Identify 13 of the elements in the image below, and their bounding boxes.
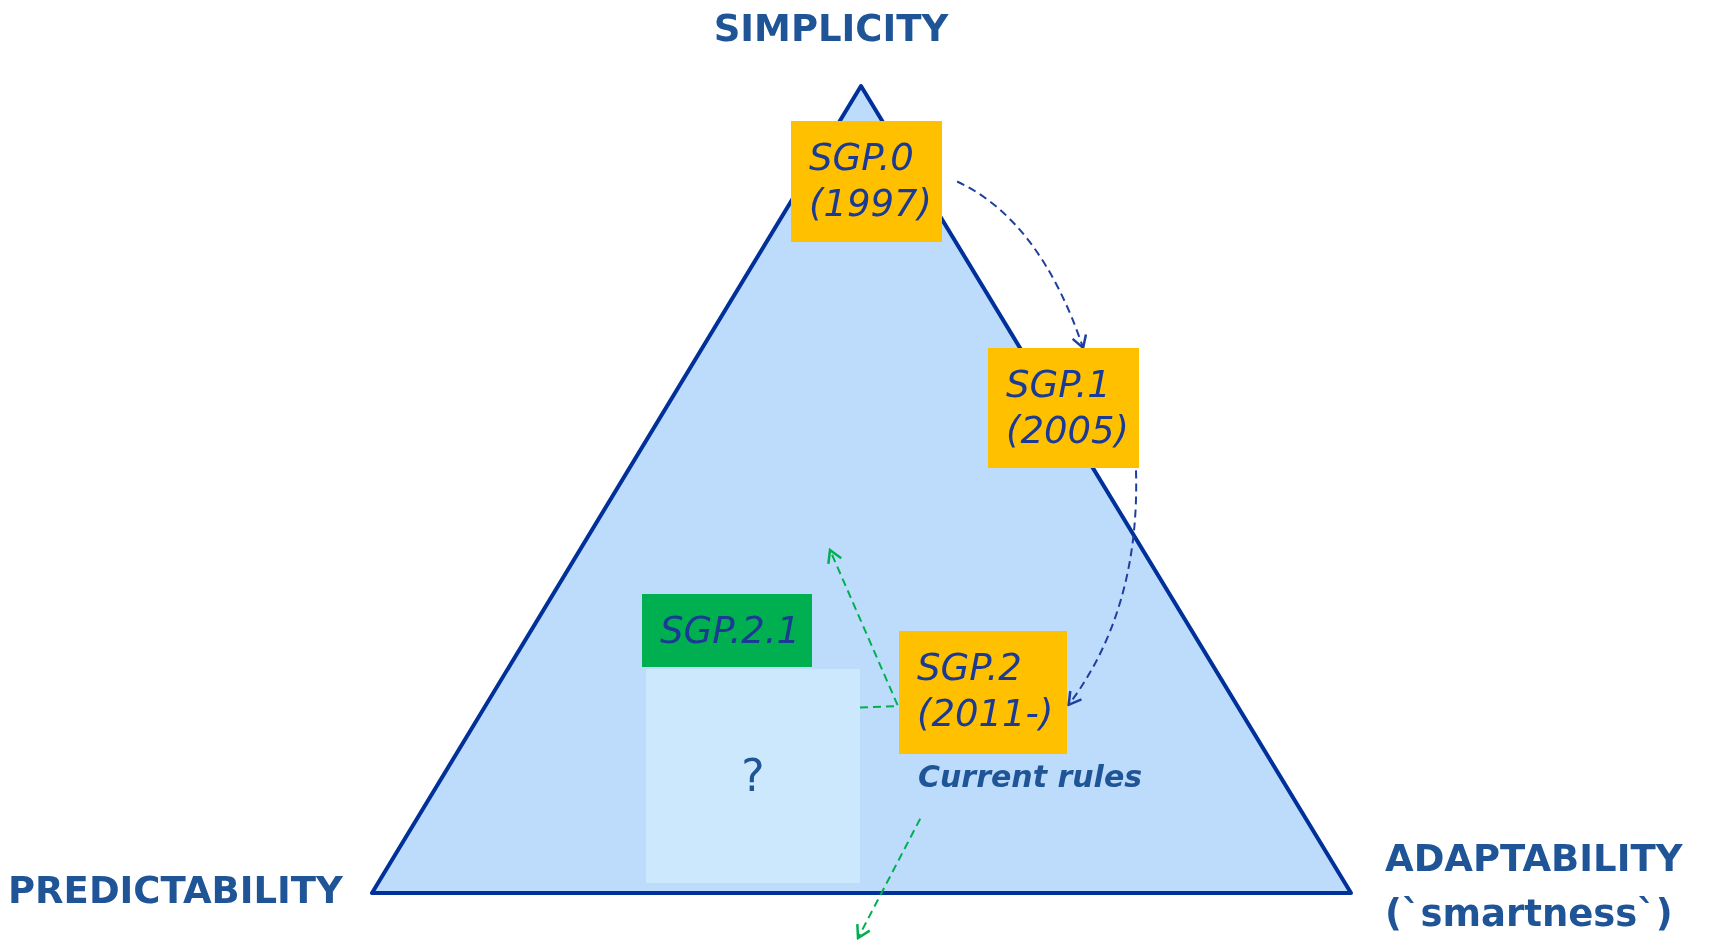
stage-box: SGP.2 (2011-) xyxy=(899,631,1067,754)
arrow xyxy=(827,548,900,709)
arrow xyxy=(956,180,1087,350)
arrow xyxy=(856,817,922,940)
axis-label: ADAPTABILITY xyxy=(1385,838,1684,880)
axis-label: (`smartness`) xyxy=(1385,893,1674,935)
stage-box: SGP.2.1 xyxy=(642,594,812,667)
stage-box: SGP.1 (2005) xyxy=(988,348,1139,468)
stage-box: SGP.0 (1997) xyxy=(791,121,942,242)
axis-label: SIMPLICITY xyxy=(712,8,950,50)
axis-label: PREDICTABILITY xyxy=(8,870,344,912)
question-box: ? xyxy=(646,669,860,883)
arrow xyxy=(1067,469,1138,707)
